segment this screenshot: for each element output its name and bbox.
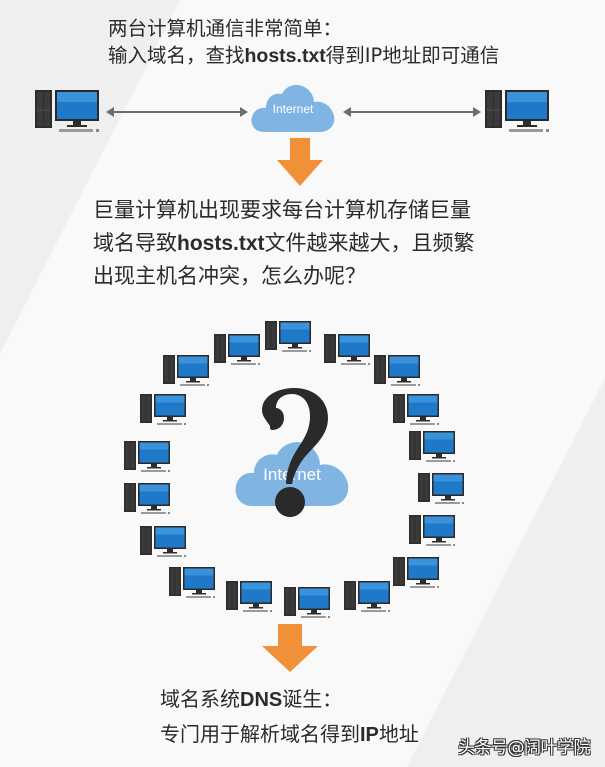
ring-computer-icon [343,580,391,614]
problem-line-3: 出现主机名冲突，怎么办呢？ [93,264,366,288]
intro-text: 两台计算机通信非常简单： 输入域名，查找hosts.txt得到IP地址即可通信 [108,15,499,70]
ring-computer-icon [123,440,171,474]
orange-down-arrow-2 [262,624,318,672]
internet-cloud-top: Internet [250,82,336,134]
watermark: 头条号@阔叶学院 [458,738,591,758]
hosts-file-name: hosts.txt [244,45,326,67]
intro-line-2-post: 得到IP地址即可通信 [325,44,500,67]
solution-line-2: 专门用于解析域名得到IP地址 [160,717,419,752]
ring-computer-icon [225,580,273,614]
ip-term: IP [360,724,379,746]
ring-computer-icon [264,320,312,354]
desktop-computer-icon [485,90,549,132]
question-mark-icon [248,388,338,518]
cloud-icon [251,84,335,132]
ring-computer-icon [139,525,187,559]
connection-arrow-right [343,107,481,117]
down-arrow-icon [277,138,323,186]
ring-computer-icon [213,333,261,367]
down-arrow-icon [262,624,318,672]
solution-line-1: 域名系统DNS诞生： [160,682,419,717]
intro-line-2-pre: 输入域名，查找 [108,44,245,67]
ring-computer-icon [392,556,440,590]
solution-line-2-pre: 专门用于解析域名得到 [160,722,360,746]
ring-computer-icon [417,472,465,506]
desktop-computer-icon [35,90,99,132]
orange-down-arrow-1 [277,138,323,186]
solution-text: 域名系统DNS诞生： 专门用于解析域名得到IP地址 [160,682,419,752]
computer-icon-left [34,88,100,134]
hosts-file-name: hosts.txt [177,232,265,255]
ring-computer-icon [408,430,456,464]
ring-computer-icon [373,354,421,388]
problem-line-1: 巨量计算机出现要求每台计算机存储巨量 [93,198,471,222]
intro-line-2: 输入域名，查找hosts.txt得到IP地址即可通信 [108,42,499,70]
solution-line-2-post: 地址 [378,722,419,746]
ring-computer-icon [123,482,171,516]
problem-text: 巨量计算机出现要求每台计算机存储巨量 域名导致hosts.txt文件越来越大，且… [93,194,475,293]
problem-line-2: 域名导致hosts.txt文件越来越大，且频繁 [93,227,475,260]
ring-computer-icon [323,333,371,367]
computer-icon-right [484,88,550,134]
ring-computer-icon [283,586,331,620]
ring-computer-icon [139,393,187,427]
solution-line-1-post: 诞生： [282,687,343,711]
ring-computer-icon [392,393,440,427]
ring-computer-icon [168,566,216,600]
cloud-label: Internet [272,102,314,116]
ring-computer-icon [162,354,210,388]
solution-line-1-pre: 域名系统 [160,687,240,711]
problem-line-2-pre: 域名导致 [93,231,177,255]
intro-line-1: 两台计算机通信非常简单： [108,17,343,40]
problem-line-2-post: 文件越来越大，且频繁 [264,231,475,255]
dns-term: DNS [240,689,283,711]
ring-computer-icon [408,514,456,548]
connection-arrow-left [106,107,248,117]
